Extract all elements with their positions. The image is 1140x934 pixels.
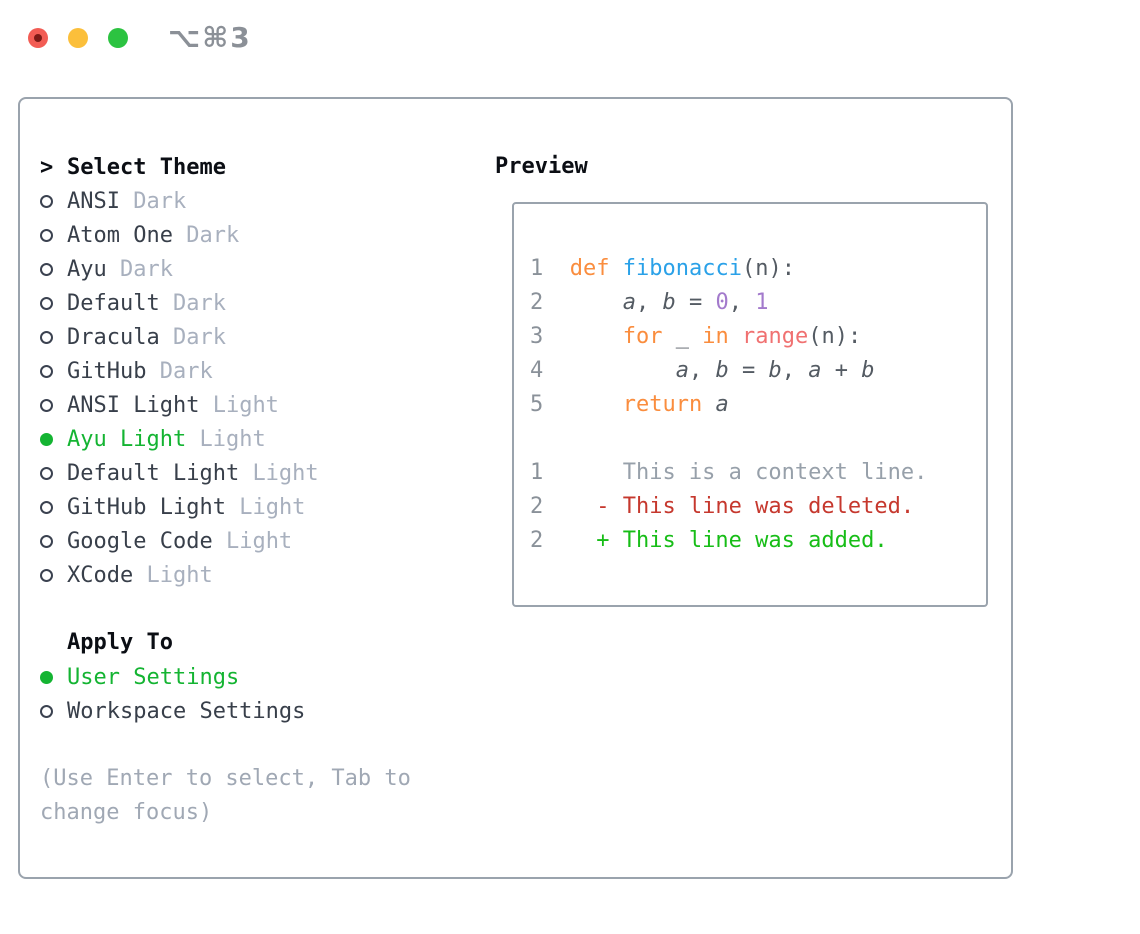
code-line: 5 return a: [530, 388, 986, 422]
theme-variant-label: Dark: [120, 256, 173, 282]
radio-icon: [40, 398, 67, 412]
theme-option-label: Atom One Dark: [67, 222, 240, 248]
theme-variant-label: Light: [199, 426, 266, 452]
theme-variant-label: Dark: [172, 324, 226, 350]
theme-variant-label: Light: [239, 494, 306, 520]
zoom-button-icon[interactable]: [108, 28, 128, 48]
line-number: 2: [530, 528, 544, 553]
theme-option-google-code[interactable]: Google Code Light: [40, 524, 432, 558]
focus-arrow-icon: >: [40, 154, 54, 180]
line-number: 4: [530, 358, 544, 383]
code-line: 4 a, b = b, a + b: [530, 354, 986, 388]
line-number: 1: [530, 256, 544, 281]
radio-icon: [40, 466, 67, 480]
apply-to-header: Apply To: [67, 630, 173, 655]
line-number: 2: [530, 494, 544, 519]
radio-icon: [40, 330, 67, 344]
theme-option-label: Dracula Dark: [67, 324, 226, 350]
theme-variant-label: Dark: [172, 290, 226, 316]
radio-selected-icon: [40, 670, 67, 684]
theme-option-ansi[interactable]: ANSI Dark: [40, 184, 432, 218]
code-line: 3 for _ in range(n):: [530, 320, 986, 354]
theme-option-label: ANSI Dark: [67, 188, 187, 214]
blank-line: [530, 558, 986, 592]
blank-line: [530, 422, 986, 456]
radio-selected-icon: [40, 432, 67, 446]
blank-line: [530, 218, 986, 252]
theme-option-label: Ayu Light Light: [67, 426, 266, 452]
theme-option-ayu[interactable]: Ayu Dark: [40, 252, 432, 286]
window-title: ⌥⌘3: [168, 21, 252, 54]
theme-variant-label: Dark: [186, 222, 240, 248]
radio-icon: [40, 262, 67, 276]
line-number: 1: [530, 460, 544, 485]
theme-variant-label: Light: [252, 460, 319, 486]
radio-icon: [40, 534, 67, 548]
code-line: 2 a, b = 0, 1: [530, 286, 986, 320]
close-button-icon[interactable]: [28, 28, 48, 48]
theme-option-default[interactable]: Default Dark: [40, 286, 432, 320]
theme-option-label: ANSI Light Light: [67, 392, 279, 418]
line-number: 2: [530, 290, 544, 315]
theme-option-label: GitHub Light Light: [67, 494, 306, 520]
theme-option-default-light[interactable]: Default Light Light: [40, 456, 432, 490]
theme-option-label: Default Dark: [67, 290, 226, 316]
code-line: 1 def fibonacci(n):: [530, 252, 986, 286]
theme-option-dracula[interactable]: Dracula Dark: [40, 320, 432, 354]
theme-variant-label: Light: [212, 392, 279, 418]
radio-icon: [40, 568, 67, 582]
apply-option-label: Workspace Settings: [67, 698, 306, 724]
theme-option-ansi-light[interactable]: ANSI Light Light: [40, 388, 432, 422]
theme-option-ayu-light[interactable]: Ayu Light Light: [40, 422, 432, 456]
theme-option-github-light[interactable]: GitHub Light Light: [40, 490, 432, 524]
diff-line-context: 1 This is a context line.: [530, 456, 986, 490]
radio-icon: [40, 500, 67, 514]
theme-variant-label: Dark: [159, 358, 213, 384]
theme-option-label: Default Light Light: [67, 460, 319, 486]
spacer: [40, 592, 432, 626]
radio-icon: [40, 296, 67, 310]
line-number: 3: [530, 324, 544, 349]
theme-variant-label: Dark: [133, 188, 187, 214]
diff-line-removed: 2 - This line was deleted.: [530, 490, 986, 524]
theme-variant-label: Light: [146, 562, 213, 588]
radio-icon: [40, 364, 67, 378]
titlebar-traffic-lights: [28, 28, 128, 48]
apply-option-label: User Settings: [67, 664, 240, 690]
line-number: 5: [530, 392, 544, 417]
select-theme-header: > Select Theme: [40, 150, 432, 184]
minimize-button-icon[interactable]: [68, 28, 88, 48]
theme-variant-label: Light: [225, 528, 293, 554]
diff-line-added: 2 + This line was added.: [530, 524, 986, 558]
theme-option-atom-one[interactable]: Atom One Dark: [40, 218, 432, 252]
spacer: [40, 728, 432, 762]
theme-option-label: GitHub Dark: [67, 358, 213, 384]
theme-option-github[interactable]: GitHub Dark: [40, 354, 432, 388]
select-theme-title: Select Theme: [67, 154, 226, 180]
help-text: (Use Enter to select, Tab to change focu…: [40, 766, 411, 825]
radio-icon: [40, 704, 67, 718]
theme-option-label: XCode Light: [67, 562, 213, 588]
theme-option-xcode[interactable]: XCode Light: [40, 558, 432, 592]
apply-option-user-settings[interactable]: User Settings: [40, 660, 432, 694]
radio-icon: [40, 194, 67, 208]
preview-title: Preview: [495, 154, 588, 179]
theme-option-label: Google Code Light: [67, 528, 293, 554]
radio-icon: [40, 228, 67, 242]
theme-option-label: Ayu Dark: [67, 256, 173, 282]
apply-option-workspace-settings[interactable]: Workspace Settings: [40, 694, 432, 728]
